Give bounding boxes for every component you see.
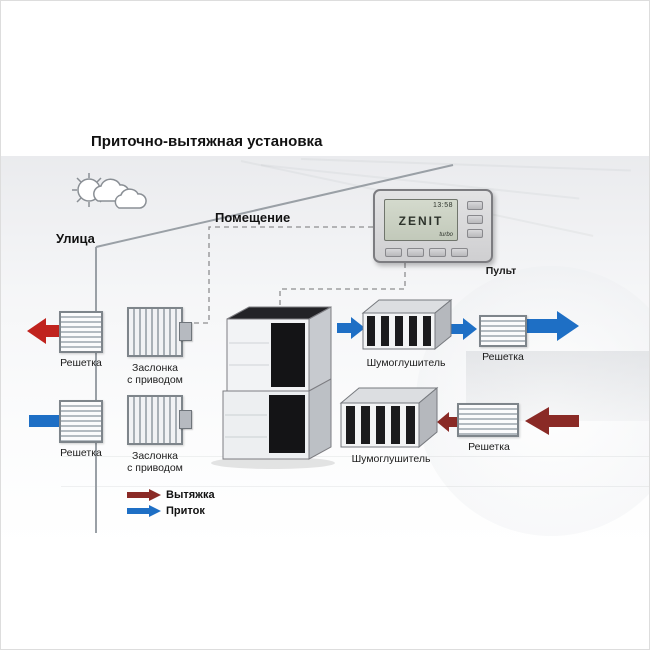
grille-right-bottom	[457, 403, 519, 437]
panel-button	[385, 248, 402, 257]
grille-left-top	[59, 311, 103, 353]
damper-bottom-label-line2: с приводом	[127, 462, 183, 475]
unit-upper-black-panel	[271, 323, 305, 387]
flow-legend: Вытяжка Приток	[127, 487, 215, 519]
floor-line	[61, 486, 649, 487]
damper-top	[127, 307, 192, 357]
unit-upper-side	[308, 306, 332, 392]
panel-button	[467, 229, 483, 238]
legend-exhaust-row: Вытяжка	[127, 487, 215, 503]
interior-photo-backdrop	[1, 156, 649, 548]
grille-right-bottom-label: Решетка	[468, 441, 510, 453]
backdrop-circle	[416, 266, 649, 536]
supply-arrow-silencer-to-grille	[449, 318, 477, 340]
damper-bottom	[127, 395, 192, 445]
grille-right-top-label: Решетка	[482, 351, 524, 363]
air-handling-unit	[211, 306, 335, 469]
damper-bottom-actuator	[179, 410, 192, 429]
floor-line	[61, 456, 649, 457]
cloud-icon	[93, 178, 147, 209]
damper-bottom-label: Заслонка с приводом	[113, 450, 197, 474]
supply-arrow-unit-to-silencer	[337, 317, 365, 339]
silencer-bottom-box	[339, 386, 439, 449]
unit-lower-black-panel	[269, 395, 305, 453]
control-wire-unit	[279, 263, 406, 309]
panel-label: Пульт	[485, 265, 517, 277]
grille-left-bottom-label: Решетка	[60, 447, 102, 459]
panel-button	[429, 248, 446, 257]
sun-cloud-icon	[72, 173, 147, 209]
legend-supply-label: Приток	[166, 505, 205, 517]
silencer-top-slats	[367, 316, 431, 346]
grille-left-top-label: Решетка	[60, 357, 102, 369]
unit-shadow	[211, 457, 335, 469]
lcd-time: 13:58	[432, 202, 453, 209]
silencer-top-box	[361, 298, 453, 351]
grille-left-bottom	[59, 400, 103, 443]
supply-to-room-arrow	[527, 311, 579, 341]
damper-top-actuator	[179, 322, 192, 341]
panel-button	[407, 248, 424, 257]
damper-top-label: Заслонка с приводом	[113, 362, 197, 386]
silencer-bottom-label: Шумоглушитель	[351, 453, 431, 465]
supply-legend-arrow	[127, 505, 161, 517]
lcd-brand: ZENIT	[398, 214, 444, 228]
silencer-bottom-slats	[346, 406, 415, 444]
roof-line	[95, 164, 454, 248]
remote-control-panel: 13:58 ZENIT turbo	[373, 189, 493, 263]
grille-right-top	[479, 315, 527, 347]
legend-exhaust-label: Вытяжка	[166, 489, 215, 501]
damper-top-label-line1: Заслонка	[132, 362, 178, 374]
silencer-top-label: Шумоглушитель	[366, 357, 446, 369]
panel-button	[451, 248, 468, 257]
panel-lcd-screen: 13:58 ZENIT turbo	[384, 199, 458, 241]
control-wire-damper	[189, 226, 373, 324]
zone-room-label: Помещение	[215, 210, 291, 225]
exhaust-arrow-grille-to-silencer	[437, 412, 457, 432]
exhaust-legend-arrow	[127, 489, 161, 501]
zone-street-label: Улица	[56, 231, 95, 246]
panel-button	[467, 215, 483, 224]
damper-top-label-line2: с приводом	[127, 374, 183, 387]
unit-lower-side	[308, 378, 332, 460]
diagram-title: Приточно-вытяжная установка	[91, 133, 323, 150]
exhaust-from-room-arrow	[525, 407, 579, 435]
legend-supply-row: Приток	[127, 503, 215, 519]
panel-button	[467, 201, 483, 210]
lcd-mode: turbo	[439, 232, 453, 238]
damper-bottom-label-line1: Заслонка	[132, 450, 178, 462]
